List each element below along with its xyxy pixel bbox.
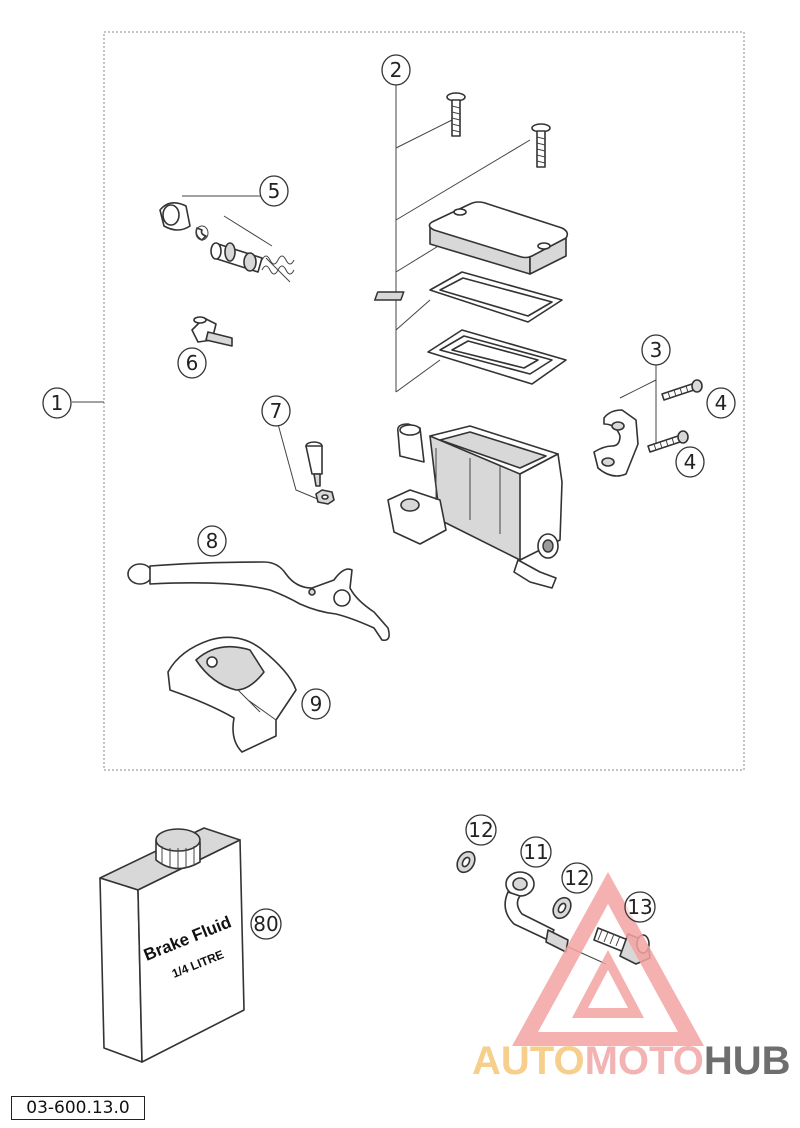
svg-text:11: 11 (523, 840, 548, 864)
sealing-washer-upper (456, 850, 476, 874)
callout-4-upper: 4 (706, 387, 736, 419)
handlebar-clamp (593, 409, 639, 477)
bleeder-screw (191, 316, 233, 347)
callout-12-upper: 12 (465, 814, 497, 846)
svg-text:4: 4 (684, 450, 697, 474)
callout-9: 9 (301, 688, 331, 720)
callout-8: 8 (197, 525, 227, 557)
svg-text:5: 5 (268, 179, 281, 203)
callout-7: 7 (261, 395, 291, 427)
reservoir-seal (427, 329, 567, 385)
svg-text:13: 13 (627, 895, 652, 919)
callout-3: 3 (641, 334, 671, 366)
can-cap (155, 828, 201, 870)
reservoir-cover-group (373, 80, 569, 393)
screw-2 (531, 123, 551, 168)
svg-text:2: 2 (390, 58, 403, 82)
drawing-number: 03-600.13.0 (11, 1096, 145, 1120)
brake-fluid-can: Brake Fluid 1/4 LITRE (99, 827, 245, 1063)
svg-text:12: 12 (564, 866, 589, 890)
lever-pin (305, 441, 323, 487)
callout-2: 2 (381, 54, 411, 86)
callout-1: 1 (42, 387, 72, 419)
svg-text:4: 4 (715, 391, 728, 415)
handlebar-clamp-group (593, 364, 703, 477)
clamp-bolt-upper (661, 379, 703, 401)
watermark: AUTOMOTOHUB (472, 872, 791, 1083)
svg-text:AUTOMOTOHUB: AUTOMOTOHUB (472, 1039, 791, 1083)
sealing-washer-lower (552, 896, 572, 920)
callout-11: 11 (520, 836, 552, 868)
diaphragm (373, 271, 563, 323)
brake-lever (127, 561, 390, 642)
master-cylinder-body (387, 423, 563, 589)
svg-text:1: 1 (51, 391, 64, 415)
piston (210, 242, 263, 273)
watermark-hub: HUB (704, 1039, 791, 1083)
callout-4-lower: 4 (675, 446, 705, 478)
svg-text:12: 12 (468, 818, 493, 842)
watermark-moto: MOTO (585, 1039, 704, 1083)
lever-nut (315, 489, 335, 505)
callout-6: 6 (177, 347, 207, 379)
lever-pin-group (277, 423, 335, 505)
assembly-frame (103, 31, 745, 771)
boot (159, 202, 191, 231)
watermark-triangle-icon (512, 872, 704, 1046)
clamp-bolt-lower (647, 430, 689, 453)
piston-kit-group (159, 195, 295, 283)
svg-text:8: 8 (206, 529, 219, 553)
callout-13: 13 (624, 891, 656, 923)
circlip (195, 225, 209, 241)
banjo-fitting (504, 871, 607, 965)
reservoir-cover (428, 201, 569, 275)
callout-80: 80 (250, 908, 282, 940)
svg-text:9: 9 (310, 692, 323, 716)
lever-guard (167, 636, 297, 753)
svg-text:3: 3 (650, 338, 663, 362)
piston-spring (261, 255, 295, 283)
svg-text:80: 80 (253, 912, 278, 936)
svg-text:7: 7 (270, 399, 283, 423)
svg-text:6: 6 (186, 351, 199, 375)
callout-12-lower: 12 (561, 862, 593, 894)
callout-5: 5 (259, 175, 289, 207)
screw-1 (446, 92, 466, 137)
watermark-auto: AUTO (472, 1039, 585, 1083)
